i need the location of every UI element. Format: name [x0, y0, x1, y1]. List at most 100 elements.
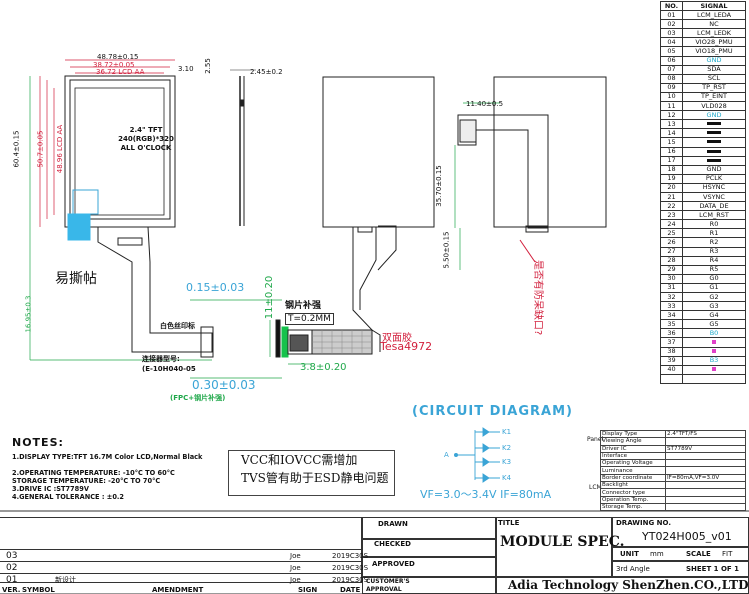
signal-no: 35 [660, 319, 683, 330]
signal-name: TP_EINT [682, 91, 746, 103]
info-row: Operation Temp. [600, 495, 746, 504]
signal-no: 27 [660, 246, 683, 257]
scale-label: SCALE [686, 550, 711, 558]
approved-label: APPROVED [372, 560, 415, 568]
esd-note-line: VCC和IOVCC需增加 [241, 453, 358, 467]
info-value: 2.4"TFT/FS [665, 429, 746, 439]
esd-note-box: VCC和IOVCC需增加 TVS管有助于ESD静电问题 [228, 450, 395, 496]
signal-no: 23 [660, 210, 683, 221]
dim-fpc-length: 16.95±0.3 [24, 295, 33, 333]
signal-no: 31 [660, 282, 683, 294]
signal-no: 26 [660, 237, 683, 248]
circuit-node-k1: K1 [502, 428, 512, 436]
signal-no: 17 [660, 155, 683, 166]
signal-no: 09 [660, 82, 683, 93]
title-label: TITLE [498, 519, 520, 527]
signal-no: NO. [660, 0, 683, 12]
back-outline [322, 76, 435, 228]
lcd-view: ALL O'CLOCK [120, 144, 172, 152]
redacted-bar [707, 140, 721, 144]
info-value: IF=80mA,VF=3.0V [665, 473, 746, 483]
circuit-formula: VF=3.0～3.4V IF=80mA [420, 488, 552, 501]
info-value [665, 488, 746, 497]
signal-no: 14 [660, 128, 683, 139]
info-row: Connector type [600, 488, 746, 497]
circuit-node-k2: K2 [502, 444, 512, 452]
rev-header-ver: VER. [2, 586, 21, 594]
info-value [665, 437, 746, 446]
signal-name [682, 128, 746, 139]
checked-label: CHECKED [374, 540, 411, 548]
info-value: ST7789V [665, 444, 746, 453]
rev-ver: 03 [6, 551, 18, 561]
signal-name: G5 [682, 319, 746, 330]
info-value [665, 481, 746, 490]
sheet-label: SHEET 1 OF 1 [686, 565, 740, 573]
signal-name [682, 137, 746, 148]
note-line: 3.DRIVE IC :ST7789V [12, 485, 89, 493]
rev-header-sign: SIGN [298, 586, 318, 594]
signal-name: LCM_RST [682, 210, 746, 221]
signal-no: 34 [660, 310, 683, 321]
tesa-label: Tesa4972 [380, 340, 433, 353]
notes-title: NOTES: [12, 436, 64, 449]
easy-tear-tab [67, 213, 91, 241]
signal-name [682, 346, 746, 357]
signal-name: TP_RST [682, 82, 746, 93]
dim-stiffener-length: 11±0.20 [264, 275, 276, 320]
signal-name [682, 146, 746, 157]
signal-no: 15 [660, 137, 683, 148]
stiffener-note: (FPC+钢片补强) [170, 394, 226, 402]
dim-front-top-right: 2.55 [203, 58, 212, 74]
front-connector [200, 326, 214, 358]
info-value [665, 502, 746, 512]
dim-front-height-aa: 48.96 LCD AA [56, 124, 65, 174]
signal-name: VLD028 [682, 101, 746, 112]
info-key: Driver IC [600, 444, 666, 453]
signal-no: 07 [660, 64, 683, 75]
signal-no: 10 [660, 91, 683, 103]
info-value [665, 495, 746, 504]
info-row: Luminance [600, 466, 746, 475]
dim-front-width-aa: 36.72 LCD AA [96, 68, 145, 76]
signal-row: NO.SIGNAL [660, 0, 746, 12]
connector-model: (E-10H040-05 [142, 365, 196, 373]
angle-label: 3rd Angle [616, 565, 650, 573]
silk-logo-label: 白色丝印标 [160, 322, 195, 330]
lcd-size: 2.4" TFT [129, 126, 163, 134]
rev-ver: 01 [6, 575, 18, 585]
rev-sign: Joe [290, 564, 301, 572]
back-fpc [457, 114, 549, 229]
front-glass [69, 79, 171, 220]
signal-no: 38 [660, 346, 683, 357]
signal-name: SCL [682, 73, 746, 84]
double-tape-label: 双面胶 [382, 333, 412, 344]
signal-name: GND [682, 55, 746, 66]
signal-no [660, 373, 683, 384]
signal-row [660, 373, 746, 384]
signal-name: R3 [682, 246, 746, 257]
drawn-label: DRAWN [378, 520, 408, 528]
signal-name [682, 337, 746, 348]
signal-row: 38 [660, 346, 746, 357]
signal-row: 37 [660, 337, 746, 348]
signal-name: G4 [682, 310, 746, 321]
info-key: Viewing Angle [600, 437, 666, 446]
signal-name: VIO18_PMU [682, 46, 746, 57]
signal-row: 14 [660, 128, 746, 139]
